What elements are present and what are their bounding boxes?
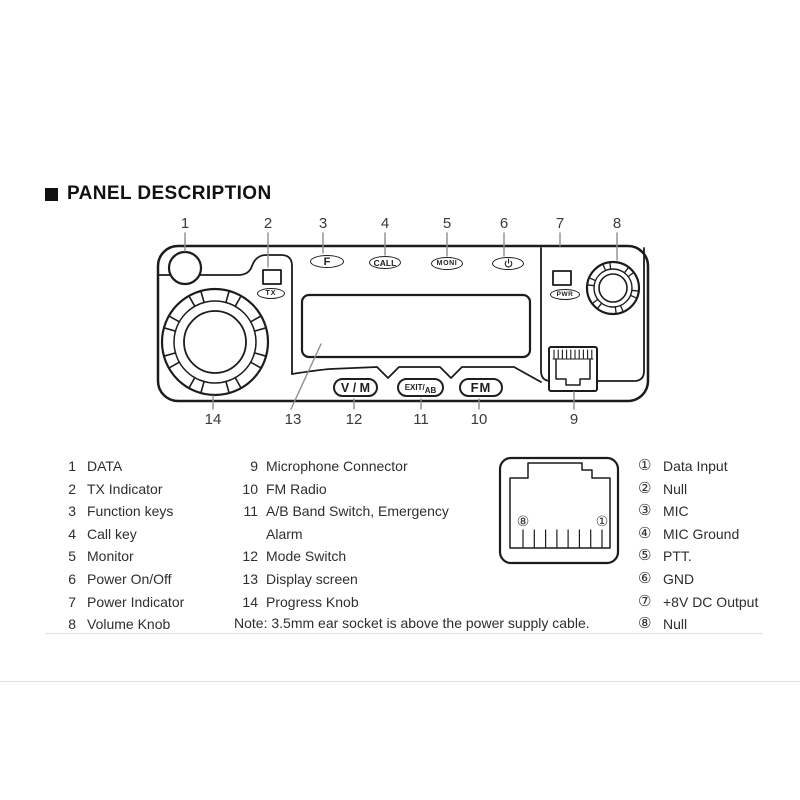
function-key-label: F (323, 255, 331, 268)
left-section-line (158, 254, 293, 375)
callout-12: 12 (345, 411, 363, 428)
fm-radio-button: FM (459, 378, 503, 397)
power-icon (504, 258, 512, 268)
callout-11: 11 (413, 411, 429, 428)
data-jack (167, 250, 203, 286)
callout-1: 1 (180, 215, 190, 232)
function-key-button: F (310, 255, 344, 268)
callout-10: 10 (470, 411, 488, 428)
volume-knob (585, 260, 641, 316)
page-divider (0, 681, 800, 682)
exit-ab-button: EXIT/ AB (397, 378, 444, 397)
ab-label: AB (424, 386, 437, 395)
section-bullet-square (45, 187, 58, 201)
callout-7: 7 (555, 215, 565, 232)
callout-4: 4 (380, 215, 390, 232)
mic-connector-jack (548, 346, 598, 392)
tx-indicator-label: TX (257, 288, 285, 299)
volume-knob-ticks (586, 261, 640, 315)
callout-9: 9 (569, 411, 579, 428)
page-title: PANEL DESCRIPTION (67, 183, 272, 204)
exit-label: EXIT/ (404, 383, 425, 392)
pin-row: ⑦+8V DC Output (638, 592, 759, 610)
legend-row: Alarm (266, 525, 303, 542)
call-label: CALL (373, 257, 397, 268)
vm-label: V / M (340, 380, 371, 395)
power-on-off-button (492, 257, 524, 270)
callout-14: 14 (204, 411, 222, 428)
pwr-indicator-window (552, 270, 572, 286)
moni-label: MONI (436, 260, 458, 267)
mode-switch-button: V / M (333, 378, 378, 397)
pinout-pins (522, 529, 603, 549)
callout-3: 3 (318, 215, 328, 232)
ear-socket-note: Note: 3.5mm ear socket is above the powe… (234, 615, 590, 631)
moni-button: MONI (431, 257, 463, 270)
pwr-indicator-label: PWR (550, 289, 580, 300)
section-header: PANEL DESCRIPTION (45, 183, 272, 205)
tx-indicator-window (262, 269, 282, 285)
right-section-line (540, 247, 645, 382)
fm-label: FM (470, 380, 492, 395)
pin8-marker: ⑧ (516, 513, 530, 529)
callout-5: 5 (442, 215, 452, 232)
pin1-marker: ① (595, 513, 609, 529)
callout-2: 2 (263, 215, 273, 232)
callout-13: 13 (284, 411, 302, 428)
content-divider (45, 633, 763, 634)
call-button: CALL (369, 256, 401, 269)
callout-8: 8 (612, 215, 622, 232)
display-screen (300, 293, 532, 359)
progress-knob (160, 287, 270, 397)
mic-connector-pinout-diagram (498, 456, 620, 565)
progress-knob-ticks (163, 290, 267, 394)
callout-6: 6 (499, 215, 509, 232)
